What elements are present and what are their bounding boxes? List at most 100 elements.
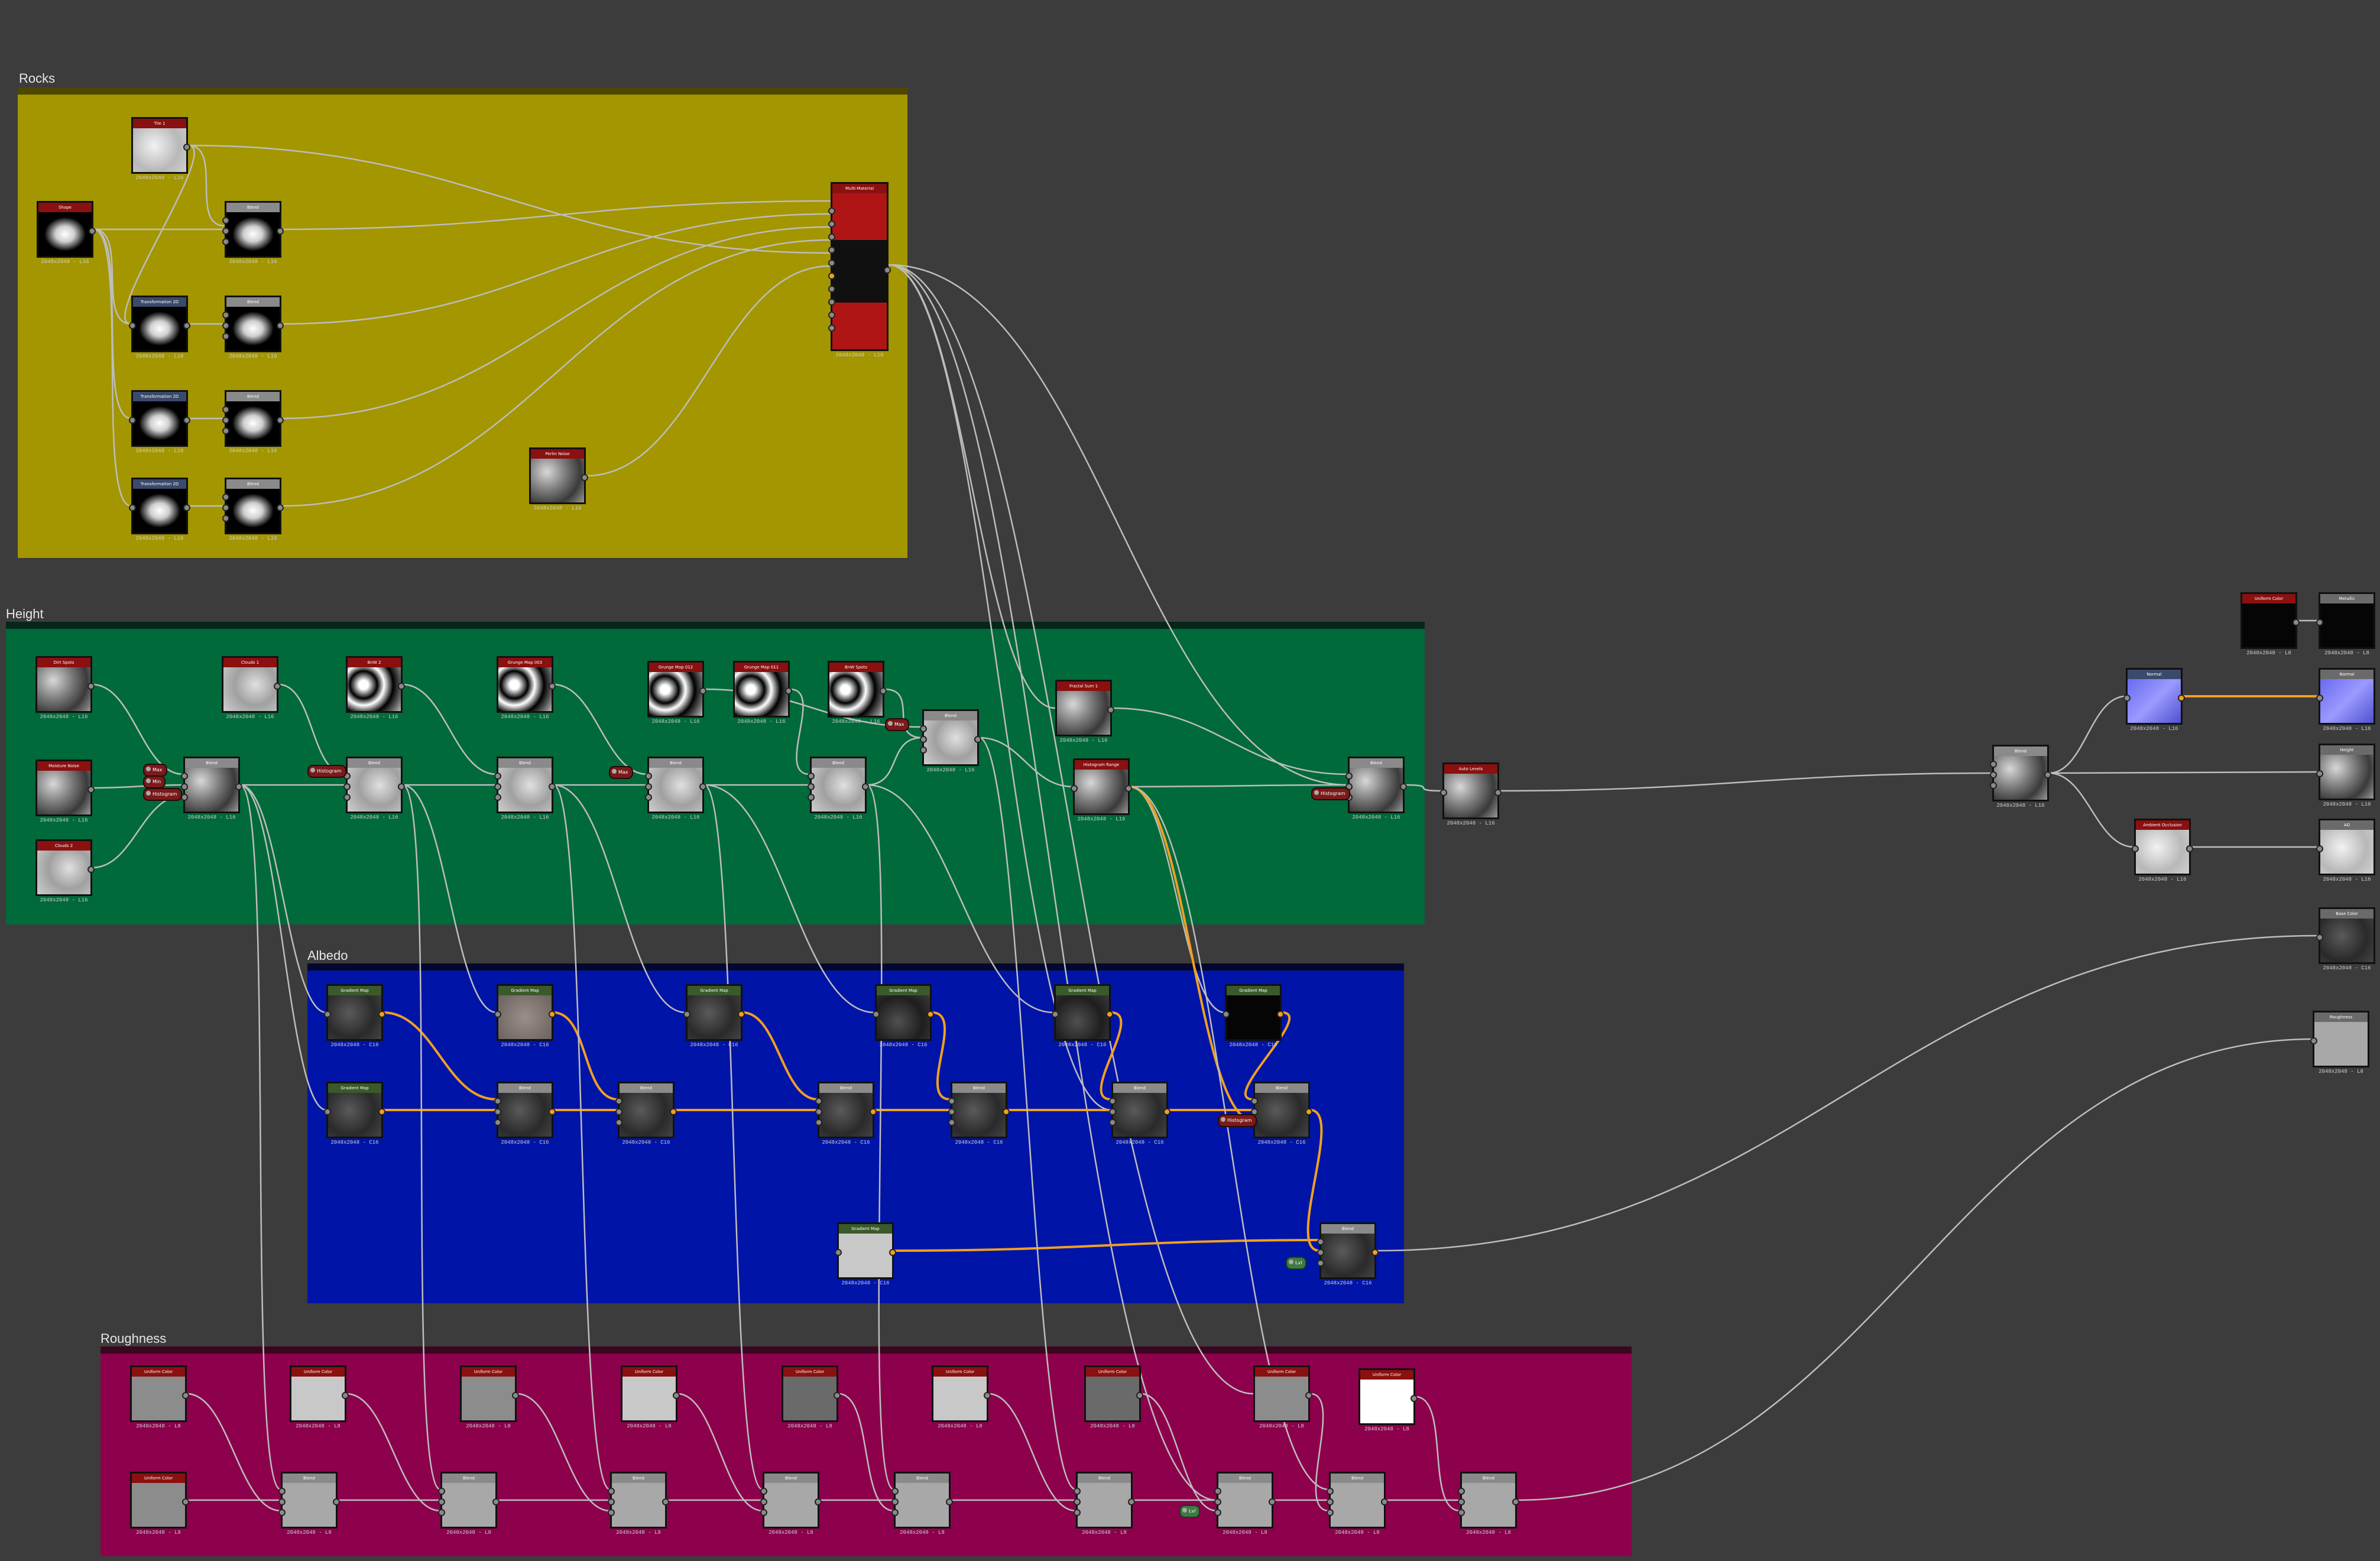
grayscale-wire[interactable] bbox=[1309, 1393, 1330, 1512]
grayscale-wire[interactable] bbox=[585, 265, 831, 477]
input-port[interactable] bbox=[2316, 770, 2323, 777]
grayscale-wire[interactable] bbox=[888, 264, 1217, 1501]
output-port[interactable] bbox=[1371, 1249, 1379, 1256]
grayscale-wire[interactable] bbox=[2048, 772, 2135, 848]
output-port[interactable] bbox=[1163, 1108, 1170, 1115]
grayscale-wire[interactable] bbox=[1111, 707, 1348, 775]
input-port[interactable] bbox=[891, 1498, 899, 1505]
input-port[interactable] bbox=[438, 1509, 445, 1516]
input-port[interactable] bbox=[2316, 619, 2323, 626]
output-port[interactable] bbox=[984, 1392, 991, 1399]
input-port[interactable] bbox=[1440, 789, 1447, 796]
input-port[interactable] bbox=[324, 1011, 331, 1018]
output-port[interactable] bbox=[274, 683, 281, 690]
grayscale-wire[interactable] bbox=[553, 683, 648, 775]
input-port[interactable] bbox=[2310, 1037, 2317, 1044]
input-port[interactable] bbox=[608, 1509, 615, 1516]
input-port[interactable] bbox=[760, 1509, 767, 1516]
input-port[interactable] bbox=[222, 504, 229, 511]
input-port[interactable] bbox=[1074, 1498, 1081, 1505]
grayscale-wire[interactable] bbox=[1129, 786, 1330, 1491]
grayscale-wire[interactable] bbox=[553, 784, 686, 1014]
input-port[interactable] bbox=[920, 747, 927, 754]
input-port[interactable] bbox=[494, 794, 501, 801]
grayscale-wire[interactable] bbox=[838, 1393, 894, 1512]
input-port[interactable] bbox=[948, 1098, 955, 1105]
output-port[interactable] bbox=[512, 1392, 519, 1399]
output-port[interactable] bbox=[342, 1392, 349, 1399]
input-port[interactable] bbox=[278, 1488, 286, 1495]
output-port[interactable] bbox=[1125, 785, 1132, 792]
grayscale-wire[interactable] bbox=[866, 784, 1055, 1014]
output-port[interactable] bbox=[378, 1108, 385, 1115]
grayscale-wire[interactable] bbox=[1404, 784, 1443, 792]
output-port[interactable] bbox=[89, 228, 96, 235]
input-port[interactable] bbox=[222, 427, 229, 434]
output-port[interactable] bbox=[1400, 783, 1407, 790]
input-port[interactable] bbox=[129, 417, 136, 424]
input-port[interactable] bbox=[828, 220, 835, 228]
input-port[interactable] bbox=[1317, 1249, 1324, 1256]
output-port[interactable] bbox=[870, 1108, 877, 1115]
input-port[interactable] bbox=[1074, 1488, 1081, 1495]
output-port[interactable] bbox=[738, 1011, 745, 1018]
grayscale-wire[interactable] bbox=[92, 683, 184, 775]
input-port[interactable] bbox=[181, 773, 188, 780]
grayscale-wire[interactable] bbox=[703, 784, 763, 1491]
input-port[interactable] bbox=[222, 494, 229, 501]
input-port[interactable] bbox=[760, 1488, 767, 1495]
grayscale-wire[interactable] bbox=[888, 264, 1112, 1111]
output-port[interactable] bbox=[1512, 1498, 1519, 1505]
pill-lvl-1[interactable]: Lvl bbox=[1286, 1257, 1307, 1270]
input-port[interactable] bbox=[222, 406, 229, 413]
input-port[interactable] bbox=[948, 1108, 955, 1115]
output-port[interactable] bbox=[87, 683, 95, 690]
input-port[interactable] bbox=[438, 1498, 445, 1505]
output-port[interactable] bbox=[87, 786, 95, 793]
output-port[interactable] bbox=[581, 474, 588, 481]
input-port[interactable] bbox=[1990, 761, 1997, 768]
input-port[interactable] bbox=[1327, 1498, 1334, 1505]
input-port[interactable] bbox=[608, 1498, 615, 1505]
output-port[interactable] bbox=[87, 866, 95, 873]
output-port[interactable] bbox=[1107, 706, 1114, 713]
output-port[interactable] bbox=[1277, 1011, 1284, 1018]
input-port[interactable] bbox=[608, 1488, 615, 1495]
grayscale-wire[interactable] bbox=[888, 264, 1056, 709]
output-port[interactable] bbox=[1411, 1395, 1418, 1402]
output-port[interactable] bbox=[1128, 1498, 1135, 1505]
input-port[interactable] bbox=[1990, 771, 1997, 778]
input-port[interactable] bbox=[920, 736, 927, 743]
grayscale-wire[interactable] bbox=[92, 784, 184, 789]
grayscale-wire[interactable] bbox=[1140, 1393, 1217, 1512]
input-port[interactable] bbox=[1317, 1260, 1324, 1267]
grayscale-wire[interactable] bbox=[239, 784, 327, 1014]
